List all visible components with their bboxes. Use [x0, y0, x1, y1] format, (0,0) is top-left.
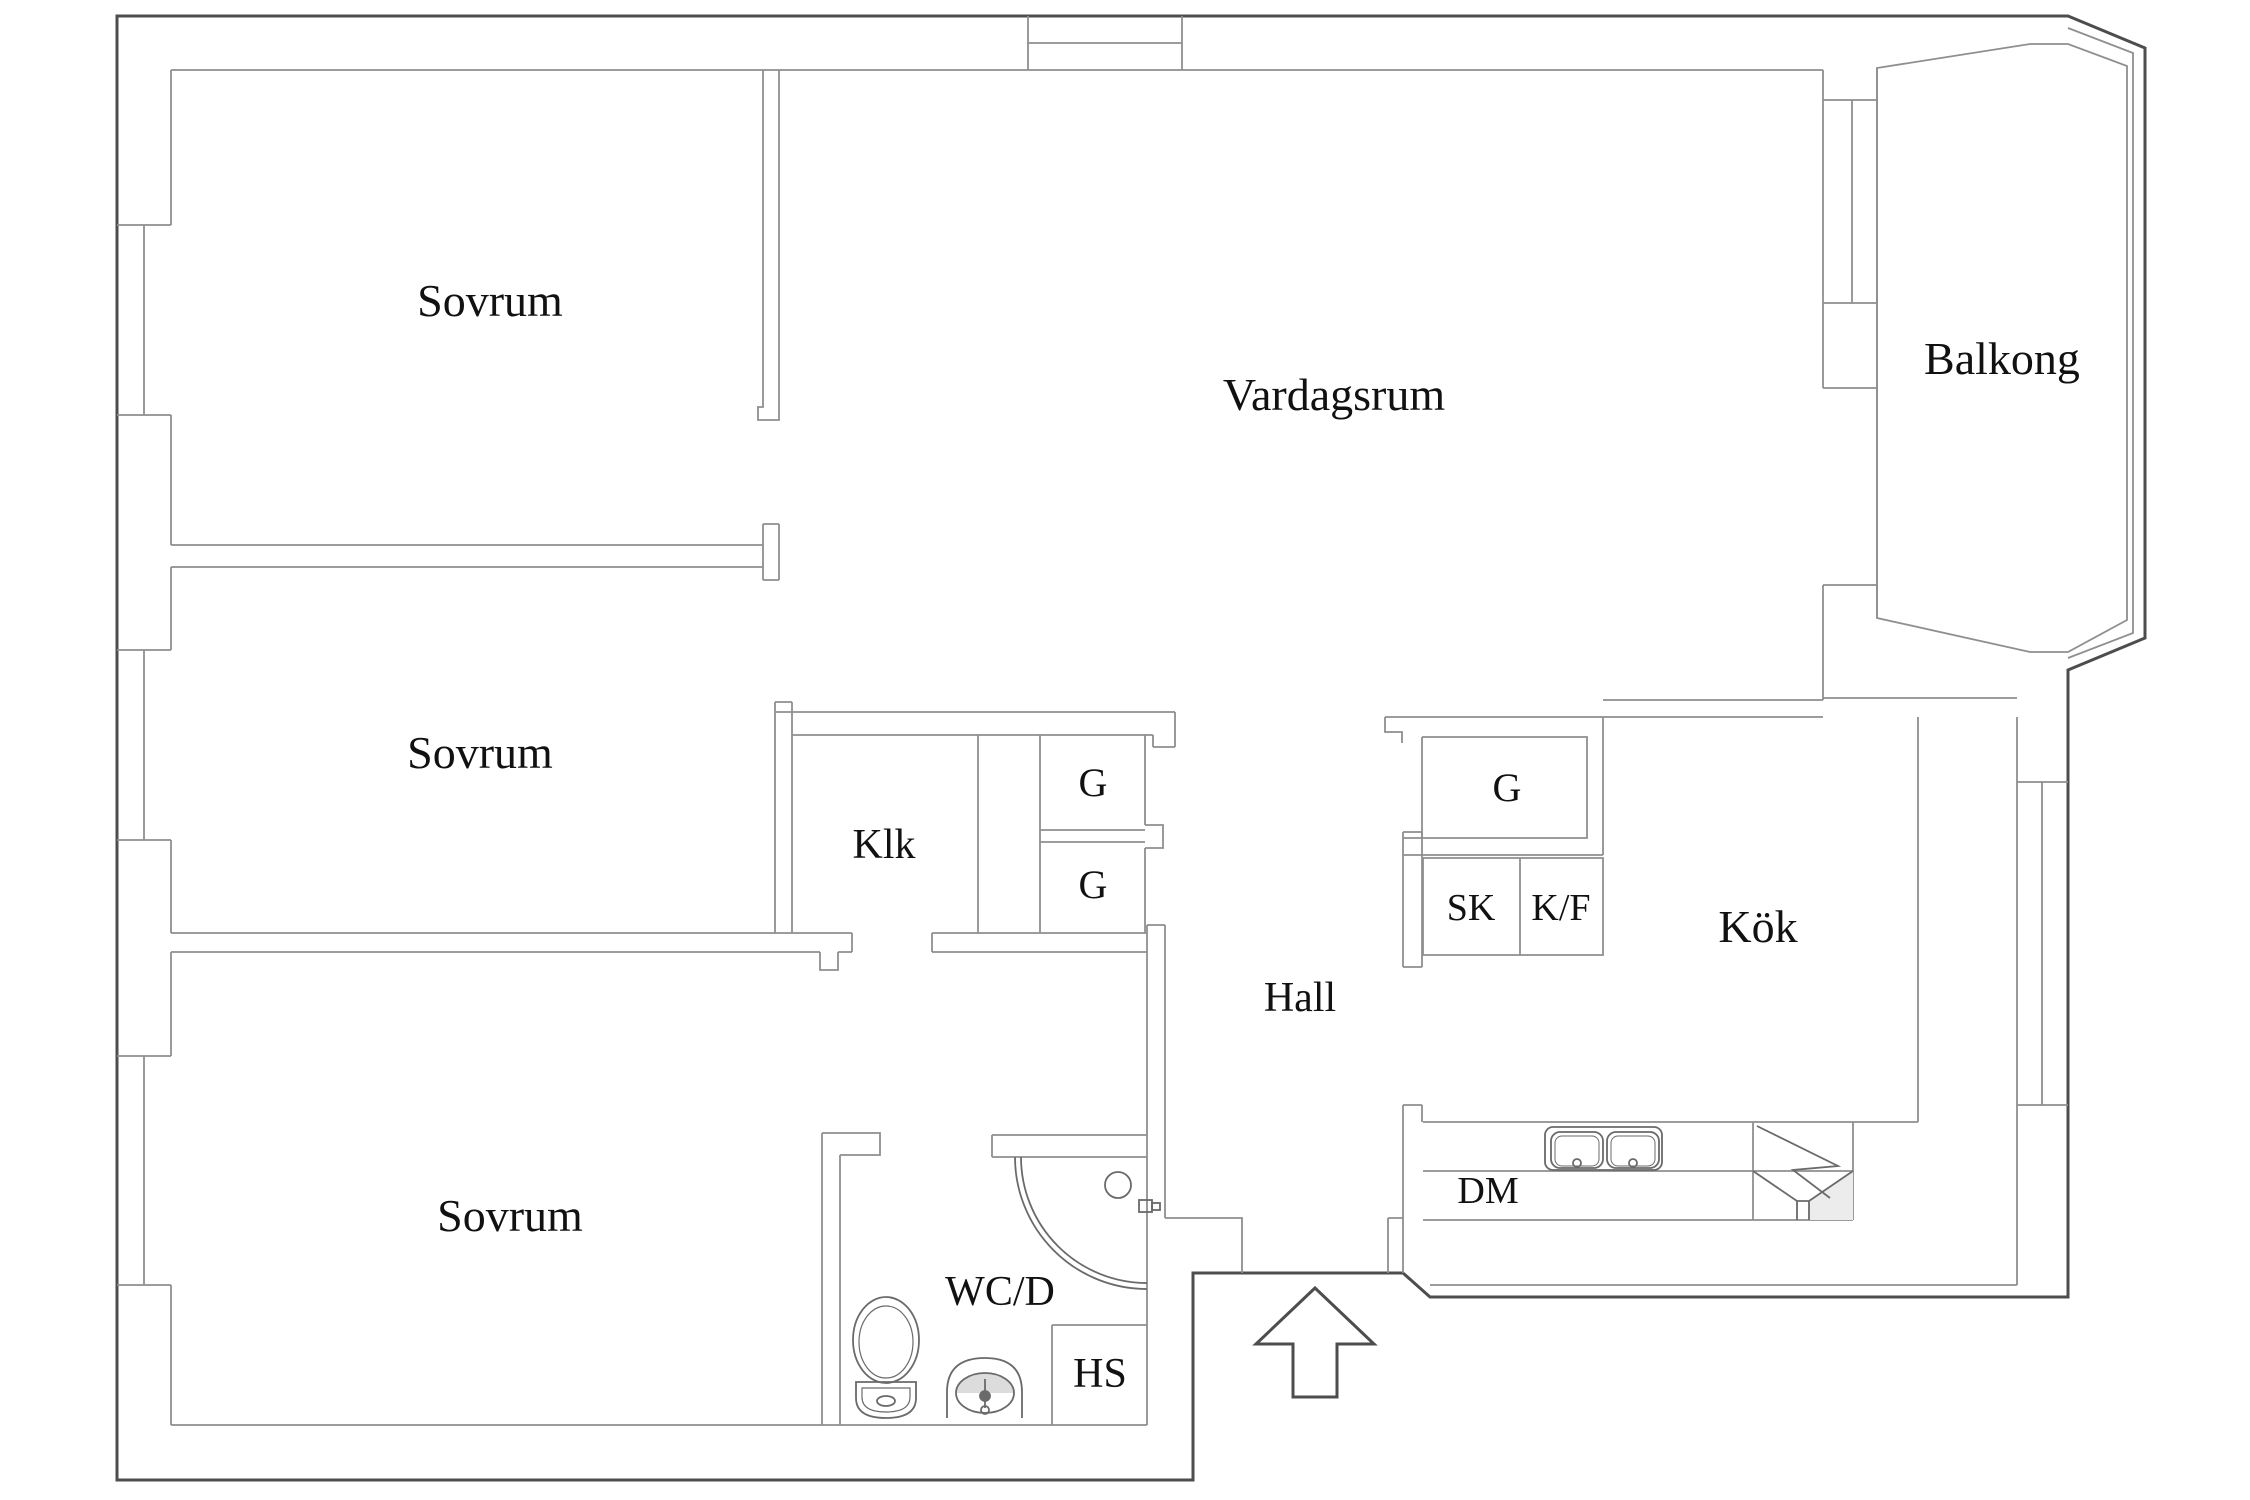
interior-walls	[117, 16, 2134, 1426]
sink-drain-right	[1628, 1158, 1638, 1168]
wcd-walls	[171, 924, 1166, 1426]
label-hall: Hall	[1264, 975, 1336, 1021]
shower-mixer-knob	[1151, 1202, 1161, 1211]
kitchen-sink-bowl-right-inner	[1610, 1135, 1656, 1167]
window-sovrum3	[117, 1055, 171, 1286]
wall-sovrum2-sovrum3	[171, 932, 853, 971]
kok-east-walls	[1917, 717, 2068, 1285]
kitchen-garderob-walls	[1384, 716, 1604, 856]
shower-screen	[1014, 1156, 1148, 1290]
corner-unit-funnel	[1752, 1170, 1854, 1220]
basin-tap-knob	[980, 1405, 990, 1415]
sk-kf-units	[1422, 857, 1604, 956]
basin-pedestal	[946, 1357, 1023, 1418]
exterior-walls	[115, 14, 2147, 1482]
window-sovrum1	[117, 224, 171, 416]
kitchen-sink-bowl-left-inner	[1554, 1135, 1600, 1167]
label-garderob-1: G	[1079, 760, 1108, 805]
label-sovrum-2: Sovrum	[407, 727, 553, 778]
toilet-tank	[855, 1381, 917, 1419]
kitchen-sink-bowl-right	[1606, 1131, 1660, 1169]
top-wall-inner	[171, 16, 1823, 71]
fixtures	[852, 1125, 1854, 1419]
corner-unit-chevron	[1756, 1125, 1842, 1199]
wall-sovrum1-vardagsrum	[757, 70, 780, 421]
outer-boundary	[115, 14, 2147, 1482]
balcony-window-door-band	[1822, 68, 1878, 700]
kitchen-sink-bowl-left	[1550, 1131, 1604, 1169]
hall-south-wall	[1165, 1217, 1403, 1273]
vardagsrum-kok-wall	[1603, 697, 2017, 718]
label-kf: K/F	[1531, 887, 1590, 929]
shower-head	[1104, 1171, 1132, 1199]
label-balkong: Balkong	[1924, 333, 2080, 384]
label-sk: SK	[1447, 887, 1496, 929]
label-sovrum-3: Sovrum	[437, 1190, 583, 1241]
label-klk: Klk	[853, 822, 916, 868]
label-dm: DM	[1457, 1170, 1518, 1212]
corner-unit-shade	[1809, 1171, 1853, 1220]
wall-sovrum1-sovrum2	[171, 523, 780, 581]
label-kok: Kök	[1718, 901, 1797, 952]
label-sovrum-1: Sovrum	[417, 275, 563, 326]
sink-drain-left	[1572, 1158, 1582, 1168]
hs-cabinet	[1051, 1324, 1147, 1425]
klk-closet-walls	[774, 701, 1176, 953]
shower-mixer	[1138, 1199, 1153, 1213]
window-sovrum2	[117, 649, 171, 841]
basin-tap	[979, 1390, 991, 1402]
label-wcd: WC/D	[945, 1269, 1055, 1315]
kitchen-sink	[1544, 1126, 1663, 1171]
hall-kitchen-partition	[1402, 831, 1423, 1273]
toilet-seat-inner	[858, 1305, 914, 1379]
label-hs: HS	[1073, 1351, 1127, 1397]
toilet-tank-inner	[861, 1387, 911, 1413]
label-garderob-kok: G	[1493, 765, 1522, 810]
label-garderob-2: G	[1079, 862, 1108, 907]
entrance	[1252, 1285, 1378, 1399]
garderob-closets-walls	[1039, 735, 1164, 933]
balcony-floor	[1876, 43, 2128, 653]
label-vardagsrum: Vardagsrum	[1223, 369, 1445, 420]
entrance-arrow-icon	[1252, 1285, 1378, 1399]
toilet-seat	[852, 1296, 920, 1384]
basin-bowl	[955, 1372, 1015, 1414]
toilet-flush	[876, 1395, 896, 1407]
balcony-rail-inner	[2067, 27, 2134, 659]
